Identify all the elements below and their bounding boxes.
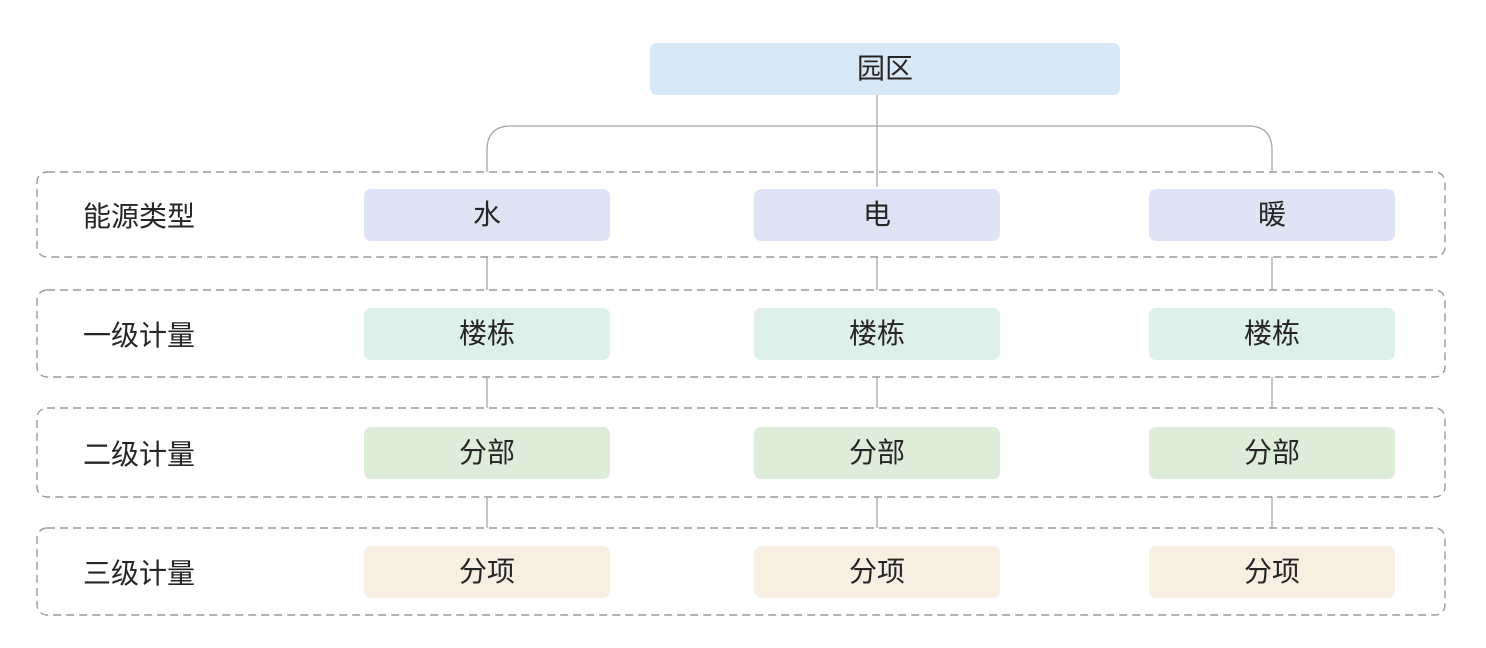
node-heating: 暖 xyxy=(1149,189,1395,241)
node-division-3: 分部 xyxy=(1149,427,1395,479)
node-building-3: 楼栋 xyxy=(1149,308,1395,360)
node-division-2: 分部 xyxy=(754,427,1000,479)
row-energy-type: 能源类型 水 电 暖 xyxy=(37,172,1445,257)
row-label-energy-type: 能源类型 xyxy=(83,200,196,232)
node-campus: 园区 xyxy=(650,43,1120,95)
node-subitem-2: 分项 xyxy=(754,546,1000,598)
row-label-level2-metering: 二级计量 xyxy=(83,438,196,470)
row-level1-metering: 一级计量 楼栋 楼栋 楼栋 xyxy=(37,290,1445,377)
node-subitem-1: 分项 xyxy=(364,546,610,598)
row-level2-metering: 二级计量 分部 分部 分部 xyxy=(37,408,1445,497)
node-water: 水 xyxy=(364,189,610,241)
connector-root-branch xyxy=(486,125,1273,172)
node-subitem-3: 分项 xyxy=(1149,546,1395,598)
node-electricity: 电 xyxy=(754,189,1000,241)
node-building-2: 楼栋 xyxy=(754,308,1000,360)
row-level3-metering: 三级计量 分项 分项 分项 xyxy=(37,528,1445,615)
node-building-1: 楼栋 xyxy=(364,308,610,360)
row-label-level3-metering: 三级计量 xyxy=(83,557,196,589)
node-division-1: 分部 xyxy=(364,427,610,479)
row-label-level1-metering: 一级计量 xyxy=(83,319,196,351)
